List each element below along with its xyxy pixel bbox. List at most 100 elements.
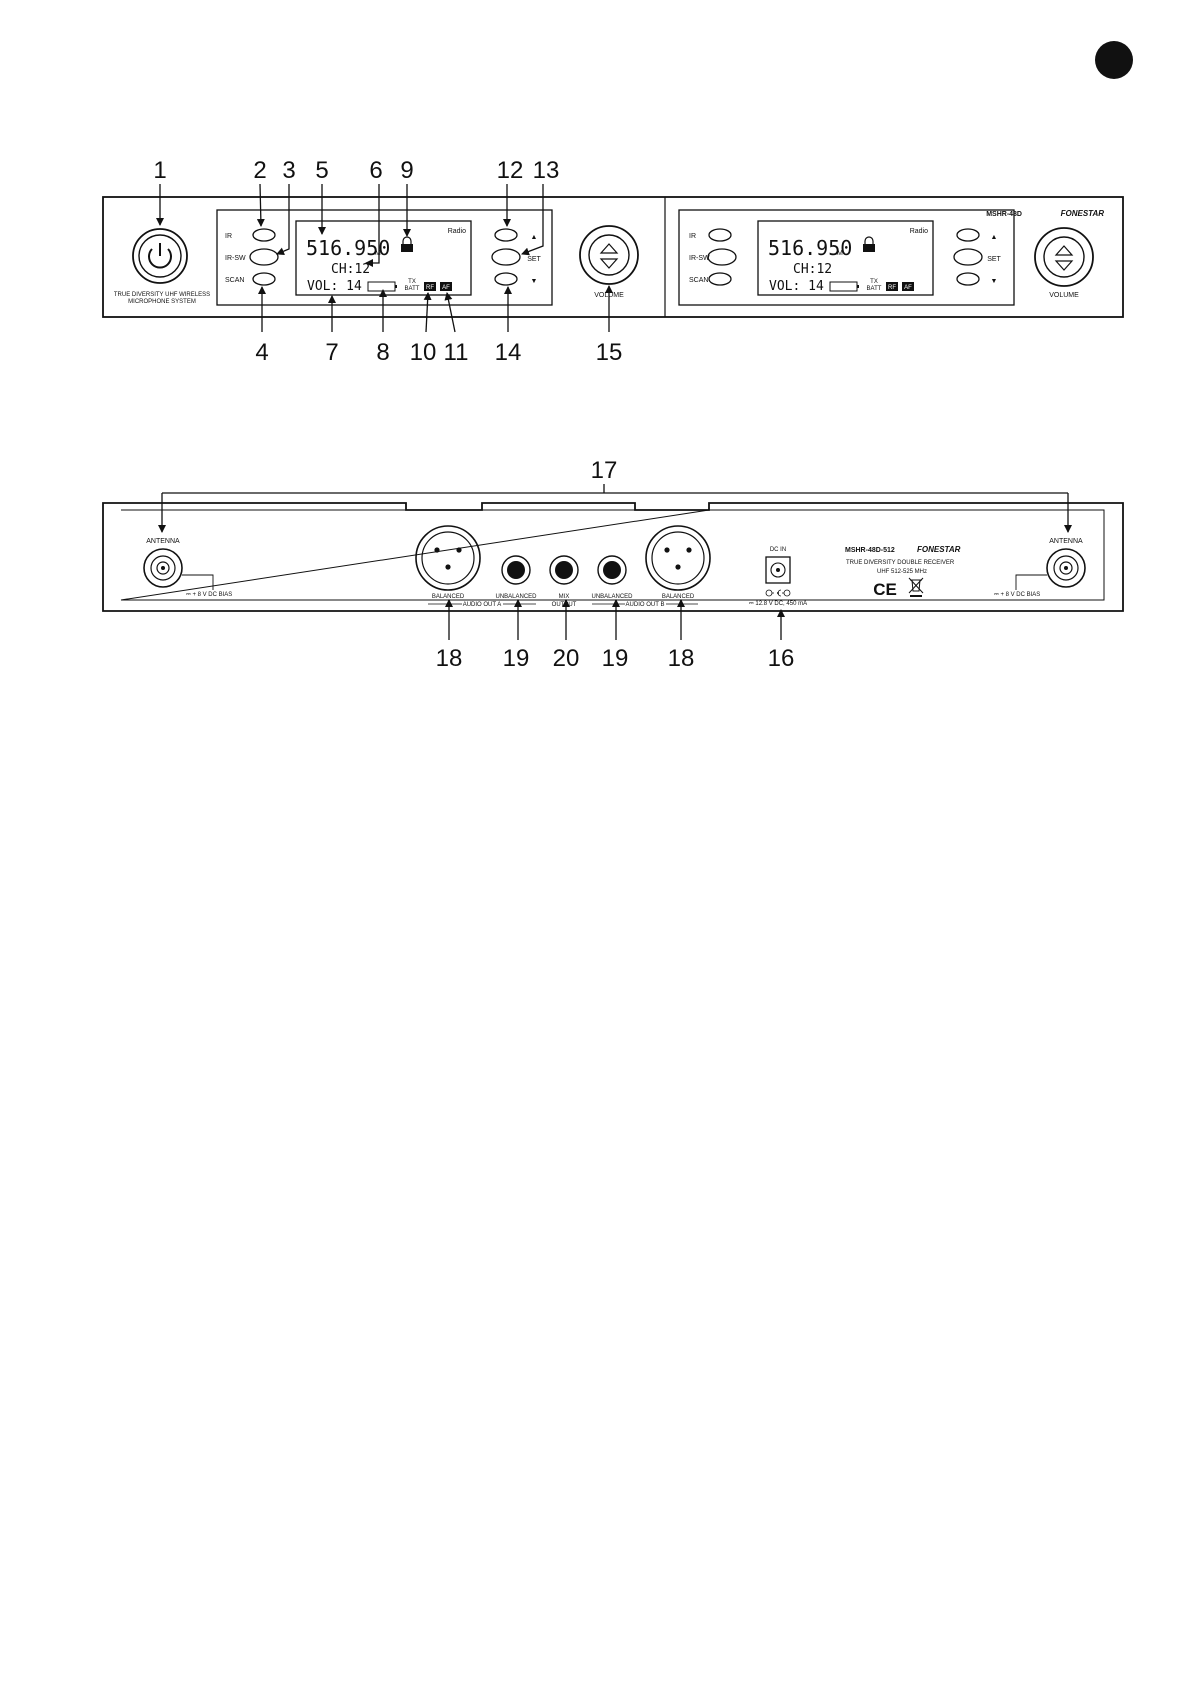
rear-brand-logo: FONESTAR: [917, 545, 961, 554]
lcd-batt-a: BATT: [405, 286, 420, 292]
front-chassis: [102, 196, 1124, 318]
callout-19-b: 19: [602, 645, 629, 672]
rf-indicator-a: [424, 282, 436, 291]
lcd-frequency-a: 516.950: [306, 236, 390, 260]
jack-mix-output[interactable]: [549, 555, 579, 585]
weee-bin-icon: [908, 577, 924, 597]
volume-down-icon: [1054, 260, 1074, 271]
audio-out-a-label: AUDIO OUT A: [463, 602, 502, 608]
jack-unbalanced-out-b[interactable]: [597, 555, 627, 585]
ir-button-a[interactable]: [252, 228, 276, 242]
callout-18-b: 18: [668, 645, 695, 672]
balanced-label-a: BALANCED: [432, 594, 465, 600]
callout-17: 17: [591, 457, 618, 484]
callout-19-a: 19: [503, 645, 530, 672]
rear-model: MSHR-48D-512: [845, 547, 895, 554]
lcd-batt-b: BATT: [867, 286, 882, 292]
set-button-b[interactable]: [953, 248, 983, 266]
balanced-label-b: BALANCED: [662, 594, 695, 600]
callout-1: 1: [153, 157, 166, 184]
callout-4: 4: [255, 339, 268, 366]
antenna-connector-right[interactable]: [1046, 548, 1086, 588]
antenna-label-right: ANTENNA: [1049, 538, 1083, 545]
callout-13: 13: [533, 157, 560, 184]
lcd-af-b: AF: [904, 285, 912, 291]
lcd-display-b: [757, 220, 934, 296]
callout-5: 5: [315, 157, 328, 184]
output-label: OUTPUT: [552, 602, 577, 608]
power-caption-1: TRUE DIVERSITY UHF WIRELESS: [114, 292, 210, 298]
volume-down-icon: [599, 258, 619, 269]
power-button[interactable]: [132, 228, 188, 284]
dc-spec-label: ⎓ 12.8 V DC, 450 mA: [749, 601, 807, 607]
set-button-a[interactable]: [491, 248, 521, 266]
dc-bias-right: ⎓ + 8 V DC BIAS: [994, 592, 1040, 598]
callout-7: 7: [325, 339, 338, 366]
up-button-a[interactable]: [494, 228, 518, 242]
rear-inner-frame: [120, 509, 1105, 601]
ce-mark-icon: CE: [873, 580, 897, 599]
lcd-tx-b: TX: [870, 279, 878, 285]
volume-label-b: VOLUME: [1049, 292, 1079, 299]
lcd-mode-b: M: [837, 250, 843, 257]
rf-indicator-b: [886, 282, 898, 291]
front-brand-logo: FONESTAR: [1061, 209, 1105, 218]
lcd-volume-a: VOL: 14: [307, 279, 362, 294]
front-model: MSHR-48D: [986, 211, 1022, 218]
battery-meter-icon: [367, 281, 396, 292]
callout-17-bracket: [158, 484, 1072, 533]
lcd-rf-a: RF: [426, 285, 434, 291]
callout-16: 16: [768, 645, 795, 672]
af-indicator-a: [440, 282, 452, 291]
down-arrow-icon: ▼: [531, 278, 538, 285]
scan-button-a[interactable]: [252, 272, 276, 286]
xlr-balanced-out-b[interactable]: [645, 525, 711, 591]
ir-button-b[interactable]: [708, 228, 732, 242]
antenna-connector-left[interactable]: [143, 548, 183, 588]
volume-knob-b[interactable]: [1034, 227, 1094, 287]
front-panel: TRUE DIVERSITY UHF WIRELESS MICROPHONE S…: [102, 196, 1124, 318]
up-arrow-icon: ▲: [991, 234, 998, 241]
lcd-radio-b: Radio: [910, 228, 928, 235]
lock-icon: [863, 236, 875, 252]
front-callouts: 1 2 3 5 6 9 12 13: [153, 157, 560, 267]
power-caption-2: MICROPHONE SYSTEM: [128, 299, 196, 305]
antenna-label-left: ANTENNA: [146, 538, 180, 545]
af-indicator-b: [902, 282, 914, 291]
callout-3: 3: [282, 157, 295, 184]
dc-bias-left: ⎓ + 8 V DC BIAS: [186, 592, 232, 598]
page-marker-dot: [1095, 41, 1133, 79]
power-icon: [148, 248, 172, 269]
lcd-channel-b: CH:12: [793, 262, 832, 277]
dc-polarity-icon: [765, 589, 791, 597]
audio-out-b-label: AUDIO OUT B: [626, 602, 665, 608]
front-callouts-bottom: 4 7 8 10 11 14 15: [255, 285, 622, 366]
rear-description: TRUE DIVERSITY DOUBLE RECEIVER: [846, 560, 955, 566]
callout-14: 14: [495, 339, 522, 366]
callout-20: 20: [553, 645, 580, 672]
volume-up-icon: [599, 243, 619, 254]
dc-power-jack[interactable]: [765, 556, 791, 584]
down-button-b[interactable]: [956, 272, 980, 286]
callout-9: 9: [400, 157, 413, 184]
ir-label-b: IR: [689, 233, 696, 240]
lcd-channel-a: CH:12: [331, 262, 370, 277]
callout-11: 11: [444, 339, 469, 366]
lcd-volume-b: VOL: 14: [769, 279, 824, 294]
irsw-button-a[interactable]: [249, 248, 279, 266]
callout-2: 2: [253, 157, 266, 184]
lcd-tx-a: TX: [408, 279, 416, 285]
unbalanced-label-b: UNBALANCED: [591, 594, 633, 600]
volume-knob-a[interactable]: [579, 225, 639, 285]
scan-button-b[interactable]: [708, 272, 732, 286]
down-button-a[interactable]: [494, 272, 518, 286]
rear-panel: ANTENNA ⎓ + 8 V DC BIAS BALANCED UNBALAN…: [102, 502, 1124, 612]
jack-unbalanced-out-a[interactable]: [501, 555, 531, 585]
callout-8: 8: [376, 339, 389, 366]
irsw-button-b[interactable]: [707, 248, 737, 266]
lcd-rf-b: RF: [888, 285, 896, 291]
up-button-b[interactable]: [956, 228, 980, 242]
xlr-balanced-out-a[interactable]: [415, 525, 481, 591]
irsw-label-b: IR-SW: [689, 255, 710, 262]
